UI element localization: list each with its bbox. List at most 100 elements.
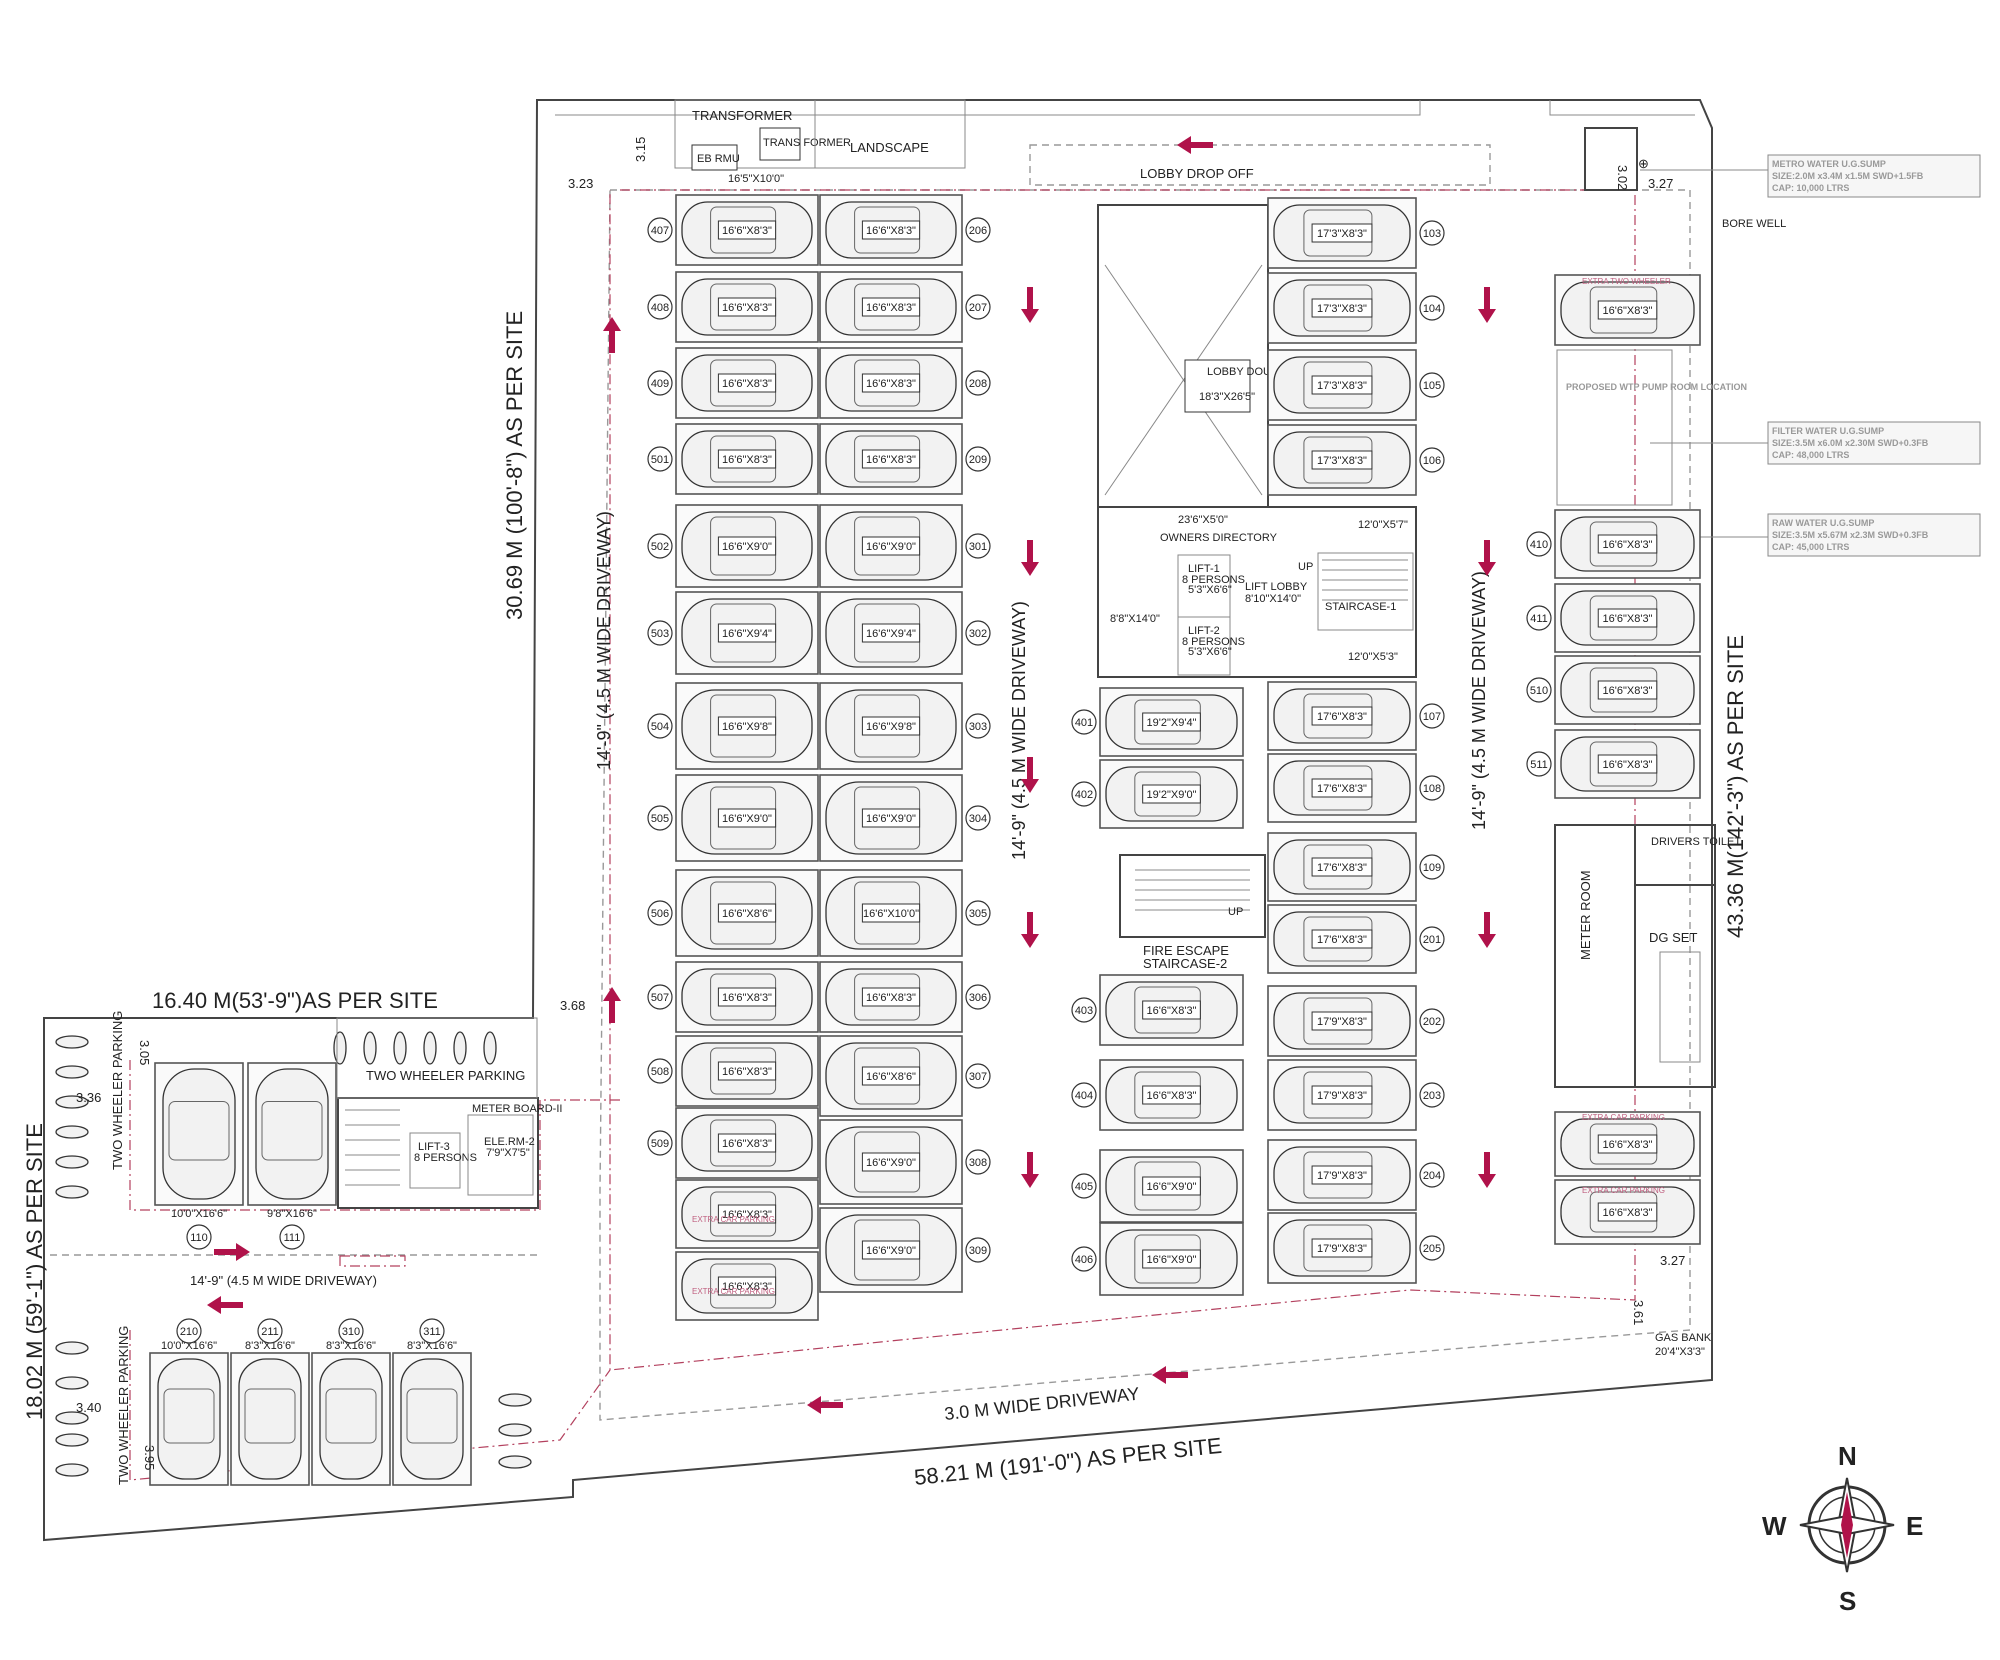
- meter-board-label: METER BOARD-II: [472, 1103, 562, 1115]
- parking-bay: 16'6"X8'3": [675, 1179, 819, 1249]
- bay-size: 16'6"X8'6": [866, 1071, 916, 1083]
- bay-size: 17'9"X8'3": [1317, 1243, 1367, 1255]
- bay-number-badge: [965, 984, 991, 1010]
- parking-bay: 16'6"X9'0"304: [819, 774, 991, 862]
- compass-icon: N S E W: [1762, 1441, 1923, 1616]
- car-icon: [255, 1068, 329, 1200]
- direction-arrow-icon: [1177, 136, 1213, 154]
- sump-notes: METRO WATER U.G.SUMP SIZE:2.0M x3.4M x1.…: [1640, 154, 1981, 557]
- driveway-bottom-label: 14'-9" (4.5 M WIDE DRIVEWAY): [190, 1273, 377, 1288]
- parking-bay: 16'6"X8'3": [1554, 274, 1701, 346]
- lift1-label: LIFT-1: [1188, 563, 1220, 575]
- bay-size: 16'6"X9'4": [722, 628, 772, 640]
- bay-number: 203: [1423, 1090, 1441, 1102]
- bay-number-badge: [1419, 1162, 1445, 1188]
- sump-marker: ⊕: [1638, 156, 1649, 171]
- car-icon: [162, 1068, 236, 1200]
- two-wheeler-bottom-label: TWO WHEELER PARKING: [116, 1326, 131, 1485]
- bay-size: 16'6"X9'0": [866, 541, 916, 553]
- bay-number-badge: [279, 1224, 305, 1250]
- extra-parking-note: EXTRA CAR PARKING: [692, 1215, 775, 1224]
- parking-bay: 16'6"X8'3"501: [647, 423, 819, 495]
- lift1-size: 5'3"X6'6": [1188, 584, 1232, 596]
- bay-number: 305: [969, 908, 987, 920]
- parking-bay: 16'6"X8'3"403: [1071, 974, 1244, 1046]
- parking-bay: 16'6"X8'3"410: [1526, 509, 1701, 579]
- bay-number: 307: [969, 1071, 987, 1083]
- motorbike-icon: [393, 1031, 407, 1065]
- bay-number: 402: [1075, 789, 1093, 801]
- motorbike-icon: [453, 1031, 467, 1065]
- parking-bay: 16'6"X9'0"502: [647, 504, 819, 588]
- bay-number: 505: [651, 813, 669, 825]
- parking-bay: 16'6"X8'3"206: [819, 194, 991, 266]
- bay-size: 16'6"X8'3": [722, 992, 772, 1004]
- parking-bay: 17'3"X8'3"104: [1267, 272, 1445, 344]
- bay-number: 207: [969, 302, 987, 314]
- setback-368: 3.68: [560, 998, 585, 1013]
- bay-size: 16'6"X8'3": [1603, 685, 1653, 697]
- parking-bay: 19'2"X9'0"402: [1071, 759, 1244, 829]
- motorbike-icon: [55, 1433, 89, 1447]
- bay-size: 16'6"X8'3": [1603, 305, 1653, 317]
- motorbike-icon: [55, 1463, 89, 1477]
- parking-bay: 19'2"X9'4"401: [1071, 687, 1244, 757]
- bay-size: 16'6"X9'0": [722, 813, 772, 825]
- drivers-toilet-label: DRIVERS TOILET: [1651, 836, 1741, 848]
- east-utilities: ⊕ PROPOSED WTP PUMP ROOM LOCATION BORE W…: [1554, 127, 1786, 1358]
- direction-arrow-icon: [214, 1243, 250, 1261]
- bay-number: 201: [1423, 934, 1441, 946]
- parking-bay: 17'9"X8'3"203: [1267, 1059, 1445, 1131]
- bay-number-badge: [1419, 854, 1445, 880]
- parking-bay: 17'9"X8'3"202: [1267, 985, 1445, 1057]
- bay-number: 503: [651, 628, 669, 640]
- parking-bay: 16'6"X8'3": [1554, 1111, 1701, 1177]
- bay-size: 16'6"X8'3": [866, 225, 916, 237]
- bay-number: 507: [651, 992, 669, 1004]
- bay-number: 405: [1075, 1181, 1093, 1193]
- bay-number: 106: [1423, 455, 1441, 467]
- setback-336: 3.36: [76, 1090, 101, 1105]
- bay-number-badge: [647, 370, 673, 396]
- bay-number-badge: [647, 620, 673, 646]
- setbacks: 3.15 3.23 3.02 3.27 3.27 3.68 3.05 3.36 …: [76, 137, 1685, 1471]
- extra-parking-note: EXTRA TWO WHEELER: [1582, 277, 1671, 286]
- lift-lobby-size: 8'10"X14'0": [1245, 593, 1301, 605]
- bay-number: 510: [1530, 685, 1548, 697]
- parking-bay: 16'6"X8'3" 510: [1526, 655, 1701, 725]
- lift3-label: LIFT-3: [418, 1141, 450, 1153]
- bay-size: 16'6"X8'3": [1603, 759, 1653, 771]
- bay-number: 108: [1423, 783, 1441, 795]
- motorbike-icon: [498, 1423, 532, 1437]
- compass-w: W: [1762, 1511, 1787, 1541]
- parking-bay: 10'0"X16'6"110: [154, 1062, 244, 1250]
- bay-number-badge: [1419, 1008, 1445, 1034]
- setback-305: 3.05: [137, 1040, 152, 1065]
- bay-number-badge: [647, 1058, 673, 1084]
- trans-former-label: TRANS FORMER: [763, 137, 851, 149]
- bay-number: 309: [969, 1245, 987, 1257]
- bay-number-badge: [1419, 372, 1445, 398]
- parking-bay: 16'6"X9'0"308: [819, 1119, 991, 1205]
- parking-bay: 16'6"X9'0"301: [819, 504, 991, 588]
- bay-number-badge: [965, 446, 991, 472]
- bay-size: 16'6"X8'3": [1147, 1005, 1197, 1017]
- bay-size: 16'6"X9'0": [1147, 1254, 1197, 1266]
- bay-size: 17'9"X8'3": [1317, 1016, 1367, 1028]
- parking-bay: 16'6"X9'0" 505: [647, 774, 819, 862]
- bay-number: 501: [651, 454, 669, 466]
- bay-size: 16'6"X8'3": [1603, 1139, 1653, 1151]
- direction-arrow-icon: [1021, 757, 1039, 793]
- parking-bay: 8'3"X16'6"211: [230, 1318, 310, 1486]
- lift-lobby-label: LIFT LOBBY: [1245, 581, 1308, 593]
- bay-size: 16'6"X10'0": [863, 908, 919, 920]
- lift2-cap: 8 PERSONS: [1182, 636, 1245, 648]
- bay-number-badge: [647, 1130, 673, 1156]
- bay-number: 109: [1423, 862, 1441, 874]
- bay-number-badge: [257, 1318, 283, 1344]
- bay-number: 504: [651, 721, 669, 733]
- transformer-label: TRANSFORMER: [692, 108, 792, 123]
- direction-arrow-icon: [807, 1396, 843, 1414]
- bay-size: 8'3"X16'6": [407, 1340, 457, 1352]
- bore-well-label: BORE WELL: [1722, 218, 1786, 230]
